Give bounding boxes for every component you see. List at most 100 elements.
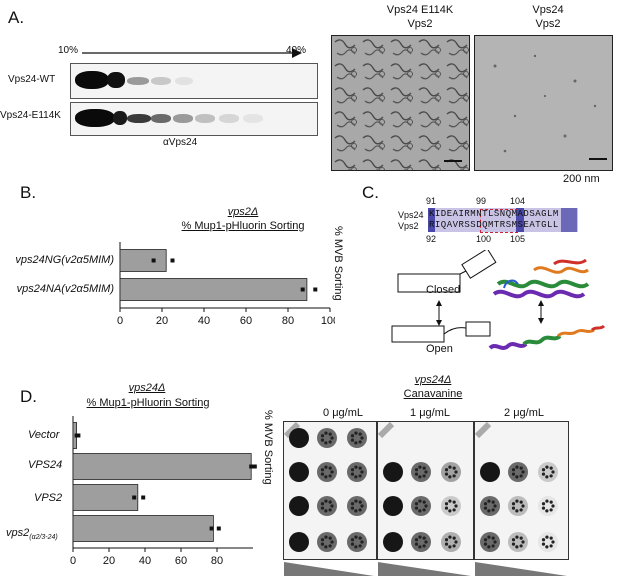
colony-spot [508,532,528,552]
scale-bar-label: 200 nm [563,173,600,185]
replicate-point-1-0 [300,287,305,292]
colony-dot [418,535,422,539]
colony-dot [414,472,419,476]
colony-dot [452,508,456,512]
x-tick-label-1: 20 [156,315,168,327]
colony-dot [320,502,325,506]
colony-spot [480,532,500,552]
colony-dot [541,506,546,510]
colony-dot [545,465,549,469]
colony-dot [448,475,452,479]
colony-spot [480,462,500,482]
colony-dot [541,472,546,476]
colony-spot [538,462,558,482]
colony-dot [320,434,325,438]
blot-row1-label: Vps24-WT [8,74,56,85]
d-cat-label-3: vps2(α2/3-24) [6,527,58,541]
colony-dot [422,536,426,540]
colony-dot [483,502,488,506]
colony-dot [422,544,426,548]
d-cat-label-1: VPS24 [28,459,63,471]
colony-spot [289,428,309,448]
cana-genotype: vps24Δ [414,374,452,386]
colony-dot [545,475,549,479]
colony-dot [541,542,546,546]
colony-dot [328,500,332,504]
colony-dot [422,508,426,512]
colony-dot [521,540,525,544]
colony-dot [511,542,516,546]
plate-edge-shading [284,422,301,439]
seq1: KIDEAIRMNTLSNQMADSAGLM [429,209,559,219]
conc-2-label: 2 μg/mL [504,407,544,419]
colony-dot [493,504,497,508]
colony-dot [511,472,516,476]
colony-spot [317,532,337,552]
x-tick-label-4: 80 [211,555,223,567]
colony-dot [330,504,334,508]
replicate-point-3-0 [209,526,214,531]
colony-spot [411,532,431,552]
em-image-wt [474,35,613,171]
colony-dot [491,536,495,540]
conc-0-label: 0 μg/mL [323,407,363,419]
colony-dot [328,544,332,548]
colony-dot [358,508,362,512]
colony-dot [521,470,525,474]
colony-dot [320,542,325,546]
colony-dot [549,474,553,478]
colony-spot [347,532,367,552]
colony-dot [324,431,328,435]
colony-spot [289,496,309,516]
colony-dot [358,544,362,548]
colony-dot [358,474,362,478]
protein-structure [488,258,606,350]
em-image-e114k [331,35,470,171]
colony-dot [519,500,523,504]
colony-spot [289,532,309,552]
colony-spot [411,496,431,516]
colony-dot [519,508,523,512]
colony-dot [454,470,458,474]
antibody-label: αVps24 [163,137,198,148]
em1-title-line1: Vps24 E114K [386,4,454,16]
colony-dot [414,468,419,472]
colony-dot [515,465,519,469]
colony-dot [511,468,516,472]
colony-dot [350,434,355,438]
colony-spot [383,462,403,482]
colony-dot [350,502,355,506]
colony-dot [483,538,488,542]
colony-spot [347,428,367,448]
colony-dot [360,540,364,544]
colony-dot [483,506,488,510]
colony-dot [483,542,488,546]
colony-dot [549,536,553,540]
replicate-point-0-0 [151,258,156,263]
colony-dot [549,544,553,548]
colony-dot [444,502,449,506]
seq-num-104: 104 [510,196,526,206]
colony-dot [491,508,495,512]
d-cat-label-3-sub: (α2/3-24) [29,534,58,542]
replicate-point-0-1 [76,433,81,438]
colony-dot [354,431,358,435]
colony-dot [422,466,426,470]
d-cat-label-3-main: vps2 [6,527,30,539]
colony-dot [414,538,419,542]
colony-dot [414,542,419,546]
colony-dot [330,540,334,544]
colony-dot [330,436,334,440]
plate-edge-shading [378,422,395,439]
colony-dot [414,502,419,506]
x-tick-label-1: 20 [103,555,115,567]
colony-spot [383,496,403,516]
x-tick-label-4: 80 [282,315,294,327]
panel-b-subtitle: % Mup1-pHluorin Sorting [181,220,305,232]
colony-dot [324,499,328,503]
bar-2 [72,484,139,511]
dilution-wedge-0 [284,562,374,576]
colony-dot [452,536,456,540]
colony-spot [411,462,431,482]
colony-dot [444,506,449,510]
